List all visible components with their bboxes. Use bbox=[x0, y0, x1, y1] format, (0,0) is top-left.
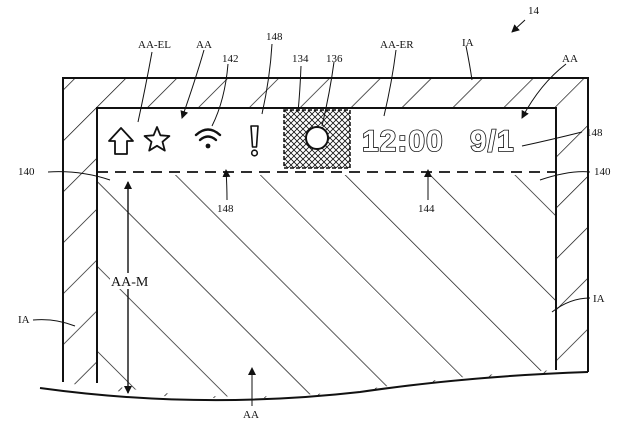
label-148-top: 148 bbox=[266, 31, 283, 43]
label-aa-top: AA bbox=[196, 39, 212, 51]
leader-lines bbox=[32, 19, 591, 406]
label-140-left: 140 bbox=[18, 166, 35, 178]
label-aa-er: AA-ER bbox=[380, 39, 414, 51]
label-ia-top: IA bbox=[462, 37, 474, 49]
up-arrow-icon bbox=[108, 127, 134, 155]
camera-window bbox=[283, 109, 351, 169]
status-date: 9/1 bbox=[470, 125, 515, 158]
exclamation-icon bbox=[250, 125, 259, 157]
label-aa-right: AA bbox=[562, 53, 578, 65]
label-142: 142 bbox=[222, 53, 239, 65]
label-ia-right: IA bbox=[593, 293, 605, 305]
label-ia-left: IA bbox=[18, 314, 30, 326]
label-aa-m: AA-M bbox=[111, 275, 149, 290]
label-aa-el: AA-EL bbox=[138, 39, 171, 51]
label-134: 134 bbox=[292, 53, 309, 65]
status-time: 12:00 bbox=[362, 125, 444, 158]
label-140-right: 140 bbox=[594, 166, 611, 178]
label-aa-bottom: AA bbox=[243, 409, 259, 421]
wifi-icon bbox=[194, 128, 222, 149]
star-icon bbox=[143, 126, 171, 152]
label-148-bottom: 148 bbox=[217, 203, 234, 215]
label-148-right: 148 bbox=[586, 127, 603, 139]
label-figure-ref: 14 bbox=[528, 5, 540, 17]
label-144: 144 bbox=[418, 203, 435, 215]
label-136: 136 bbox=[326, 53, 343, 65]
